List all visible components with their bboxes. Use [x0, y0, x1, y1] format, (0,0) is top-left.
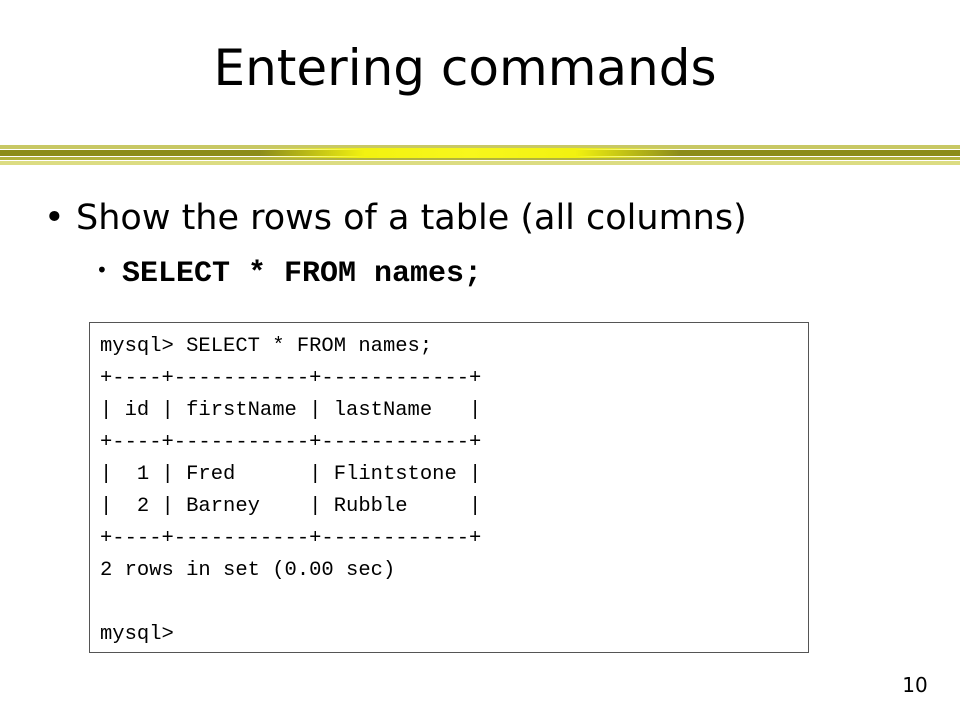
- mysql-terminal-output: mysql> SELECT * FROM names; +----+------…: [89, 322, 809, 653]
- slide-title: Entering commands: [213, 39, 717, 97]
- sql-command-text: SELECT * FROM names;: [122, 257, 483, 291]
- table-header-line: | id | firstName | lastName |: [100, 399, 482, 422]
- table-row: | 1 | Fred | Flintstone |: [100, 463, 482, 486]
- blank-line: [100, 587, 798, 619]
- page-number: 10: [902, 673, 928, 697]
- bullet-text: Show the rows of a table (all columns): [76, 198, 747, 238]
- terminal-prompt-line: mysql>: [100, 623, 174, 646]
- title-divider: [0, 145, 960, 169]
- table-border-line: +----+-----------+------------+: [100, 431, 482, 454]
- table-border-line: +----+-----------+------------+: [100, 367, 482, 390]
- table-row: | 2 | Barney | Rubble |: [100, 495, 482, 518]
- bullet-marker: •: [44, 198, 65, 238]
- table-border-line: +----+-----------+------------+: [100, 527, 482, 550]
- sub-bullet-marker: •: [96, 258, 108, 282]
- bullet-item-show-rows: • Show the rows of a table (all columns): [44, 194, 747, 242]
- terminal-prompt-line: mysql> SELECT * FROM names;: [100, 335, 433, 358]
- sub-bullet-select-command: • SELECT * FROM names;: [96, 250, 482, 294]
- result-summary-line: 2 rows in set (0.00 sec): [100, 559, 396, 582]
